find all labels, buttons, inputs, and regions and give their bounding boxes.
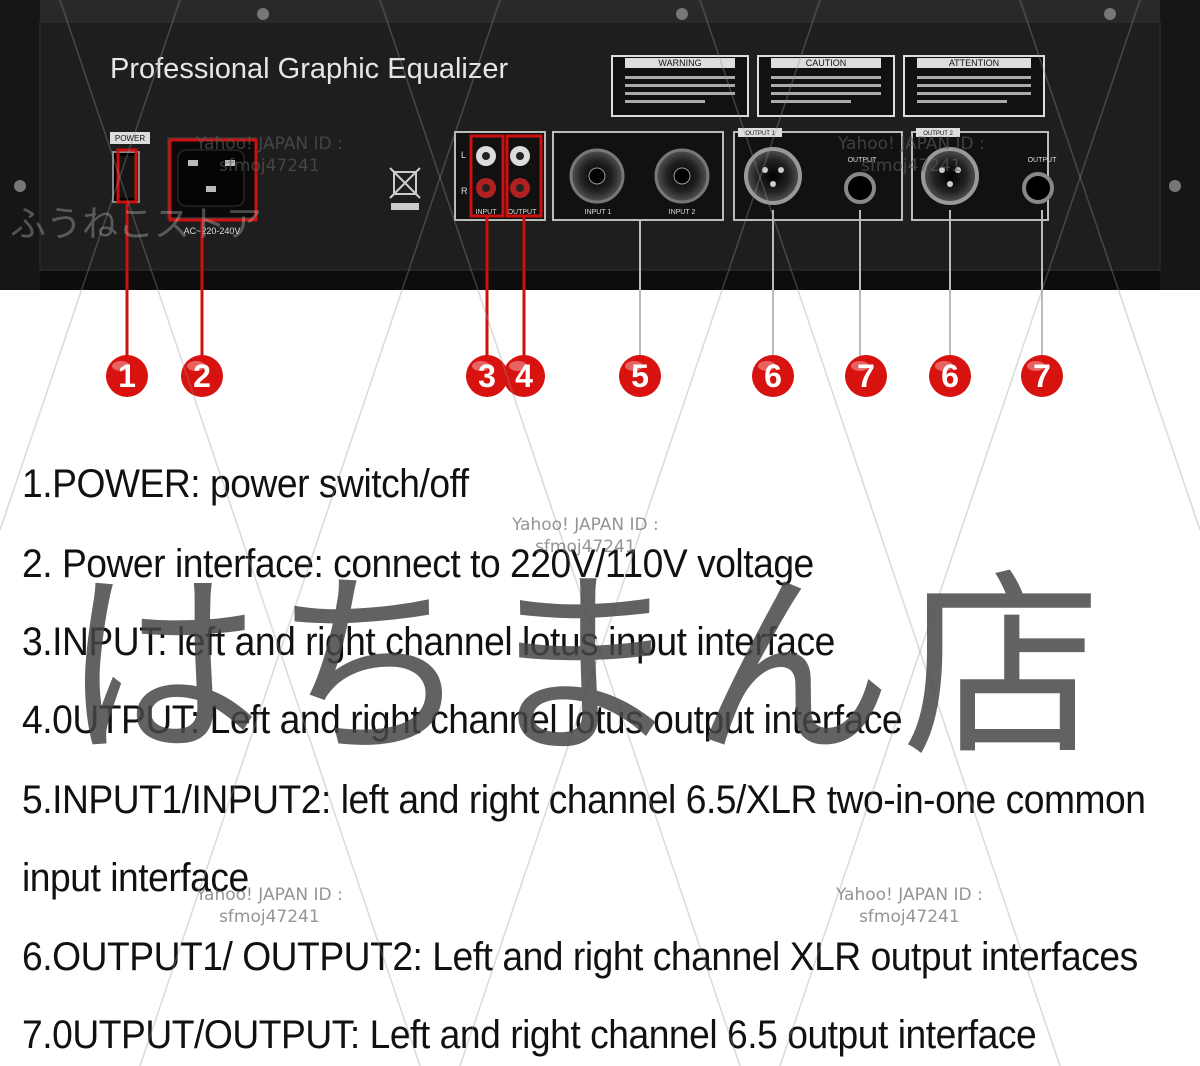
chassis-side-right bbox=[1160, 0, 1200, 290]
watermark-shop-small: ふうねこストア bbox=[10, 204, 263, 245]
svg-text:OUTPUT: OUTPUT bbox=[1028, 157, 1058, 164]
callout-marker-7: 7 bbox=[1021, 355, 1063, 397]
screws bbox=[14, 8, 1181, 192]
callout-marker-6: 6 bbox=[752, 355, 794, 397]
watermark-yahoo-id: Yahoo! JAPAN ID :sfmoj47241 bbox=[196, 885, 343, 927]
callout-marker-7: 7 bbox=[845, 355, 887, 397]
callout-marker-5: 5 bbox=[619, 355, 661, 397]
recycle-bin-icon bbox=[389, 167, 421, 210]
watermark-shop-big: はちまん店 bbox=[62, 552, 1113, 785]
description-line-3: 3.INPUT: left and right channel lotus in… bbox=[22, 620, 835, 664]
svg-text:OUTPUT 1: OUTPUT 1 bbox=[745, 131, 775, 137]
output2-section: OUTPUT 2 OUTPUT bbox=[911, 128, 1058, 221]
output1-section: OUTPUT 1 OUTPUT bbox=[733, 128, 903, 221]
svg-text:INPUT 1: INPUT 1 bbox=[585, 209, 612, 216]
description-line-2: 2. Power interface: connect to 220V/110V… bbox=[22, 542, 814, 586]
svg-text:ATTENTION: ATTENTION bbox=[949, 58, 999, 68]
svg-text:OUTPUT: OUTPUT bbox=[508, 209, 538, 216]
watermark-yahoo-id: Yahoo! JAPAN ID :sfmoj47241 bbox=[836, 885, 983, 927]
chassis-bottom-lip bbox=[0, 268, 1200, 290]
callout-number: 7 bbox=[857, 358, 875, 394]
svg-text:POWER: POWER bbox=[115, 134, 145, 143]
callout-lines bbox=[116, 134, 543, 356]
callout-number: 2 bbox=[193, 358, 211, 394]
svg-text:INPUT: INPUT bbox=[476, 209, 498, 216]
callout-number: 6 bbox=[941, 358, 959, 394]
description-line-7: 7.0UTPUT/OUTPUT: Left and right channel … bbox=[22, 1013, 1037, 1057]
callout-marker-3: 3 bbox=[466, 355, 508, 397]
watermark-yahoo-id: Yahoo! JAPAN ID :sfmoj47241 bbox=[196, 134, 343, 176]
svg-text:OUTPUT: OUTPUT bbox=[848, 157, 878, 164]
callout-number: 1 bbox=[118, 358, 136, 394]
description-line-4: 4.0UTPUT: Left and right channel lotus o… bbox=[22, 698, 903, 742]
equalizer-rear-panel-photo: Professional Graphic Equalizer WARNING C… bbox=[0, 0, 1200, 290]
callout-number: 3 bbox=[478, 358, 496, 394]
svg-text:AC~220-240V: AC~220-240V bbox=[184, 226, 241, 236]
callout-gray-lines bbox=[639, 210, 1043, 356]
svg-text:CAUTION: CAUTION bbox=[806, 58, 847, 68]
caution-label: CAUTION bbox=[757, 55, 895, 117]
callout-marker-4: 4 bbox=[503, 355, 545, 397]
panel-title: Professional Graphic Equalizer bbox=[110, 53, 508, 85]
chassis-side-left bbox=[0, 0, 40, 290]
svg-text:WARNING: WARNING bbox=[658, 58, 701, 68]
description-line-5-cont: input interface bbox=[22, 856, 249, 900]
watermark-yahoo-id: Yahoo! JAPAN ID :sfmoj47241 bbox=[512, 515, 659, 557]
callout-number: 5 bbox=[631, 358, 649, 394]
callout-marker-1: 1 bbox=[106, 355, 148, 397]
description-line-6: 6.OUTPUT1/ OUTPUT2: Left and right chann… bbox=[22, 935, 1138, 979]
warning-label: WARNING bbox=[611, 55, 749, 117]
combo-input-jacks: INPUT 1 INPUT 2 bbox=[552, 131, 724, 221]
svg-text:OUTPUT 2: OUTPUT 2 bbox=[923, 131, 953, 137]
ac-power-inlet: AC~220-240V bbox=[167, 137, 257, 236]
callout-number: 6 bbox=[764, 358, 782, 394]
svg-text:INPUT 2: INPUT 2 bbox=[669, 209, 696, 216]
watermark-yahoo-id: Yahoo! JAPAN ID :sfmoj47241 bbox=[838, 134, 985, 176]
description-line-5: 5.INPUT1/INPUT2: left and right channel … bbox=[22, 778, 1146, 822]
svg-text:L: L bbox=[461, 150, 466, 160]
callout-marker-6: 6 bbox=[929, 355, 971, 397]
callout-marker-2: 2 bbox=[181, 355, 223, 397]
svg-text:R: R bbox=[461, 186, 468, 196]
description-line-1: 1.POWER: power switch/off bbox=[22, 462, 469, 506]
callout-number: 7 bbox=[1033, 358, 1051, 394]
callout-number: 4 bbox=[515, 358, 533, 394]
rca-jacks: L R INPUT OUTPUT bbox=[454, 131, 546, 221]
attention-label: ATTENTION bbox=[903, 55, 1045, 117]
